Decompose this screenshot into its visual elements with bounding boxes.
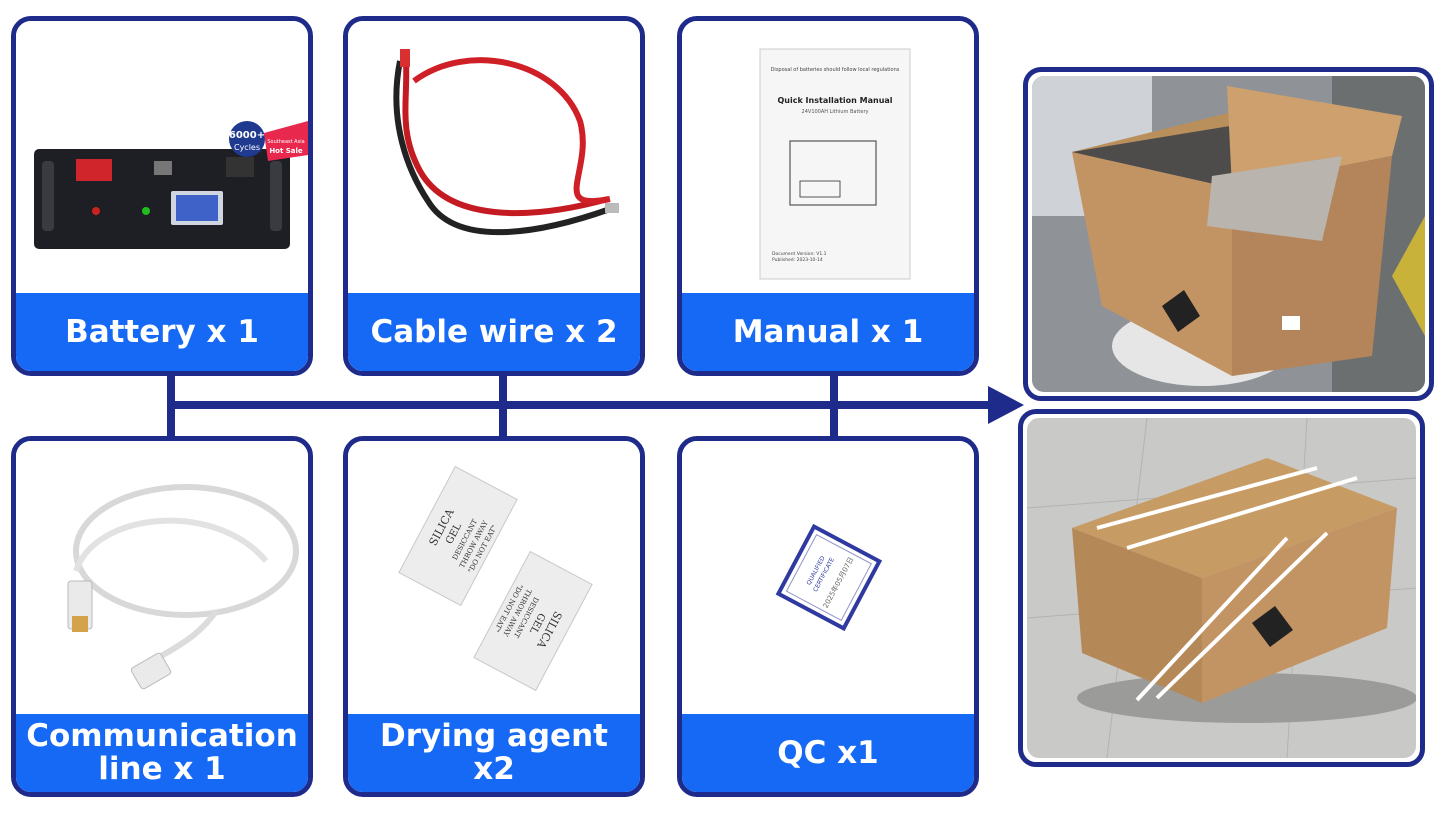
manual-notice: Disposal of batteries should follow loca… (771, 67, 900, 73)
battery-badge-cycles-label: Cycles (234, 143, 260, 152)
battery-ribbon-hot-sale: Hot Sale (269, 147, 303, 155)
manual-published: Published: 2023-10-14 (772, 257, 823, 263)
drying-agent-photo: SILICA GEL DESICCANT THROW AWAY "DO NOT … (348, 441, 640, 714)
item-label-drying-agent: Drying agent x2 (348, 714, 640, 792)
connector-drop-1 (167, 375, 175, 437)
item-card-cable-wire: Cable wire x 2 (343, 16, 645, 376)
manual-title: Quick Installation Manual (777, 96, 892, 105)
item-label-manual: Manual x 1 (682, 293, 974, 371)
item-label-battery: Battery x 1 (16, 293, 308, 371)
battery-photo: 6000+ Cycles Southeast Asia Hot Sale (16, 21, 308, 293)
manual-version: Document Version: V1.1 (772, 251, 827, 257)
open-box-photo (1032, 76, 1425, 392)
item-card-drying-agent: SILICA GEL DESICCANT THROW AWAY "DO NOT … (343, 436, 645, 797)
arrow-right-icon (988, 386, 1024, 424)
item-card-manual: Disposal of batteries should follow loca… (677, 16, 979, 376)
manual-photo: Disposal of batteries should follow loca… (682, 21, 974, 293)
battery-ribbon-region: Southeast Asia (267, 139, 304, 145)
item-label-qc: QC x1 (682, 714, 974, 792)
sealed-box-photo-frame (1018, 409, 1425, 767)
open-box-photo-frame (1023, 67, 1434, 401)
item-card-qc: QUALIFIED CERTIFICATE 2025年05月07日 QC x1 (677, 436, 979, 797)
item-label-communication-line: Communication line x 1 (16, 714, 308, 792)
cable-wire-photo (348, 21, 640, 293)
manual-subtitle: 24V100AH Lithium Battery (802, 109, 869, 115)
item-label-cable-wire: Cable wire x 2 (348, 293, 640, 371)
connector-drop-2 (499, 375, 507, 437)
item-card-communication-line: Communication line x 1 (11, 436, 313, 797)
connector-drop-3 (830, 375, 838, 437)
communication-line-photo (16, 441, 308, 714)
connector-horizontal (167, 401, 997, 409)
qc-photo: QUALIFIED CERTIFICATE 2025年05月07日 (682, 441, 974, 714)
item-card-battery: 6000+ Cycles Southeast Asia Hot Sale Bat… (11, 16, 313, 376)
sealed-box-photo (1027, 418, 1416, 758)
battery-badge-cycles-number: 6000+ (229, 130, 265, 141)
